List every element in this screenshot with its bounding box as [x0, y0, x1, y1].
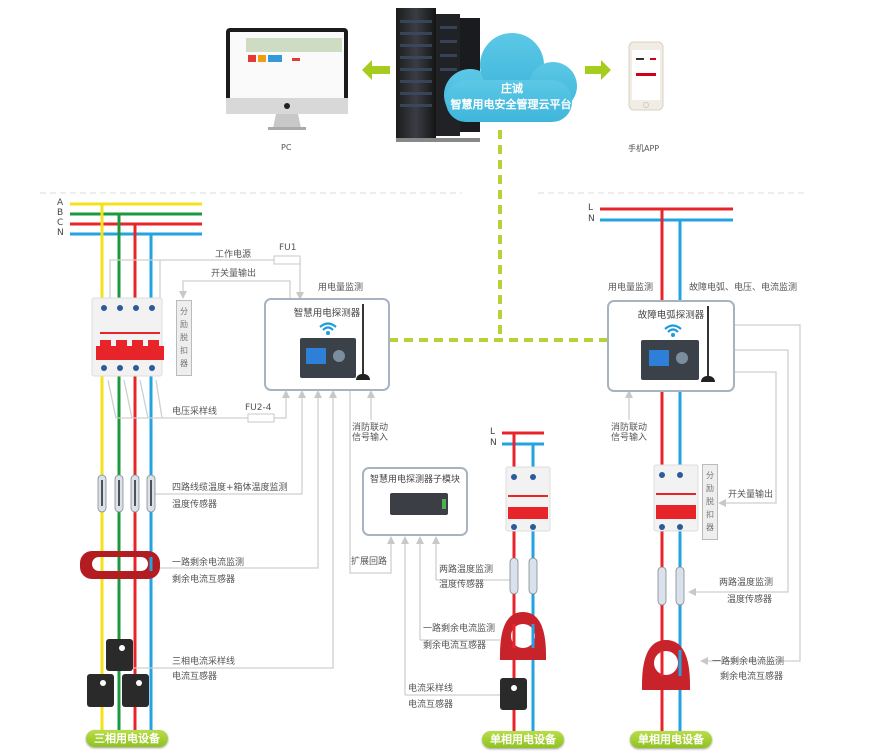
right-temp-sensor-label: 温度传感器 — [727, 595, 773, 605]
switch-output-label: 开关量输出 — [211, 269, 257, 279]
fire-link-label-2: 信号输入 — [352, 433, 389, 443]
detector-device-image — [300, 338, 356, 378]
arc-monitor-label: 故障电弧、电压、电流监测 — [689, 283, 798, 293]
three-phase-device-badge: 三相用电设备 — [86, 730, 168, 747]
sub-module-title: 智慧用电探测器子模块 — [369, 475, 460, 485]
current-ct-mid-image — [500, 678, 527, 710]
wifi-icon — [318, 320, 338, 335]
current-cts-left-image — [87, 639, 149, 707]
mid-temp-sensor-label: 温度传感器 — [439, 580, 485, 590]
four-pole-breaker-image — [91, 297, 164, 377]
right-residual-monitor-label: 一路剩余电流监测 — [712, 657, 785, 667]
right-fire-link-label-1: 消防联动 — [611, 423, 648, 433]
residual-ct-mid-image — [500, 612, 546, 660]
mid-residual-ct-label: 剩余电流互感器 — [423, 641, 487, 651]
sub-module-device-image — [390, 493, 448, 515]
app-label: 手机APP — [628, 144, 660, 153]
antenna-base — [356, 374, 370, 380]
two-pole-breaker-mid-image — [505, 466, 551, 532]
fire-link-label-1: 消防联动 — [352, 423, 389, 433]
antenna-base — [701, 376, 715, 382]
detector-sub-module[interactable]: 智慧用电探测器子模块 — [362, 467, 468, 536]
residual-monitor-label: 一路剩余电流监测 — [172, 558, 245, 568]
pc-monitor-image — [226, 28, 348, 130]
shunt-release-right: 分励脱扣器 — [702, 464, 718, 540]
detector-title: 智慧用电探测器 — [293, 308, 361, 319]
wifi-icon — [663, 322, 683, 337]
mid-temp-monitor-label: 两路温度监测 — [439, 565, 494, 575]
mid-single-phase-device-badge: 单相用电设备 — [482, 731, 564, 748]
right-bus-label-l: L — [588, 203, 594, 213]
fuse-fu1 — [273, 255, 301, 265]
arc-fault-detector[interactable]: 故障电弧探测器 — [607, 300, 735, 392]
antenna-icon — [362, 304, 364, 376]
expand-loop-label: 扩展回路 — [351, 557, 388, 567]
phone-image — [628, 41, 664, 111]
pc-label: PC — [281, 143, 292, 152]
cloud-image — [444, 33, 577, 122]
right-bus-label-n: N — [588, 214, 595, 224]
right-fire-link-label-2: 信号输入 — [611, 433, 648, 443]
mid-bus-label-n: N — [490, 438, 497, 448]
bus-label-c: C — [57, 218, 64, 228]
fuse-fu2-4 — [247, 413, 275, 423]
residual-ct-label: 剩余电流互感器 — [172, 575, 236, 585]
antenna-icon — [707, 306, 709, 378]
residual-ct-right-image — [642, 640, 690, 690]
arc-detector-title: 故障电弧探测器 — [637, 310, 705, 321]
mid-bus-label-l: L — [490, 427, 496, 437]
bus-label-b: B — [57, 208, 64, 218]
fuse2-label: FU2-4 — [245, 403, 272, 413]
arrow-to-app — [585, 60, 611, 80]
temp-monitor-label: 四路线缆温度+箱体温度监测 — [172, 483, 288, 493]
shunt-release-left: 分励脱扣器 — [176, 300, 192, 376]
right-residual-ct-label: 剩余电流互感器 — [720, 672, 784, 682]
residual-ct-left-image — [80, 551, 160, 579]
right-single-phase-device-badge: 单相用电设备 — [630, 731, 712, 748]
bus-label-n: N — [57, 228, 64, 238]
temperature-sensors-left — [97, 474, 156, 513]
fuse1-label: FU1 — [279, 243, 297, 253]
platform-name: 智慧用电安全管理云平台 — [450, 98, 572, 111]
energy-monitor-label: 用电量监测 — [318, 283, 364, 293]
voltage-sampling-label: 电压采样线 — [172, 407, 218, 417]
current-ct-label: 电流互感器 — [172, 672, 218, 682]
right-energy-monitor-label: 用电量监测 — [608, 283, 654, 293]
mid-current-sampling-label: 电流采样线 — [408, 684, 454, 694]
smart-electric-detector[interactable]: 智慧用电探测器 — [264, 298, 390, 391]
mid-current-ct-label: 电流互感器 — [408, 700, 454, 710]
arc-detector-device-image — [641, 340, 699, 380]
two-pole-breaker-right-image — [653, 464, 699, 532]
temp-sensor-label: 温度传感器 — [172, 500, 218, 510]
right-switch-output-label: 开关量输出 — [728, 490, 774, 500]
arrow-to-pc — [362, 60, 390, 80]
right-temp-monitor-label: 两路温度监测 — [719, 578, 774, 588]
current-sampling-label: 三相电流采样线 — [172, 657, 236, 667]
bus-label-a: A — [57, 198, 64, 208]
work-power-label: 工作电源 — [215, 250, 252, 260]
mid-residual-monitor-label: 一路剩余电流监测 — [423, 624, 496, 634]
company-name: 庄诚 — [501, 82, 523, 95]
